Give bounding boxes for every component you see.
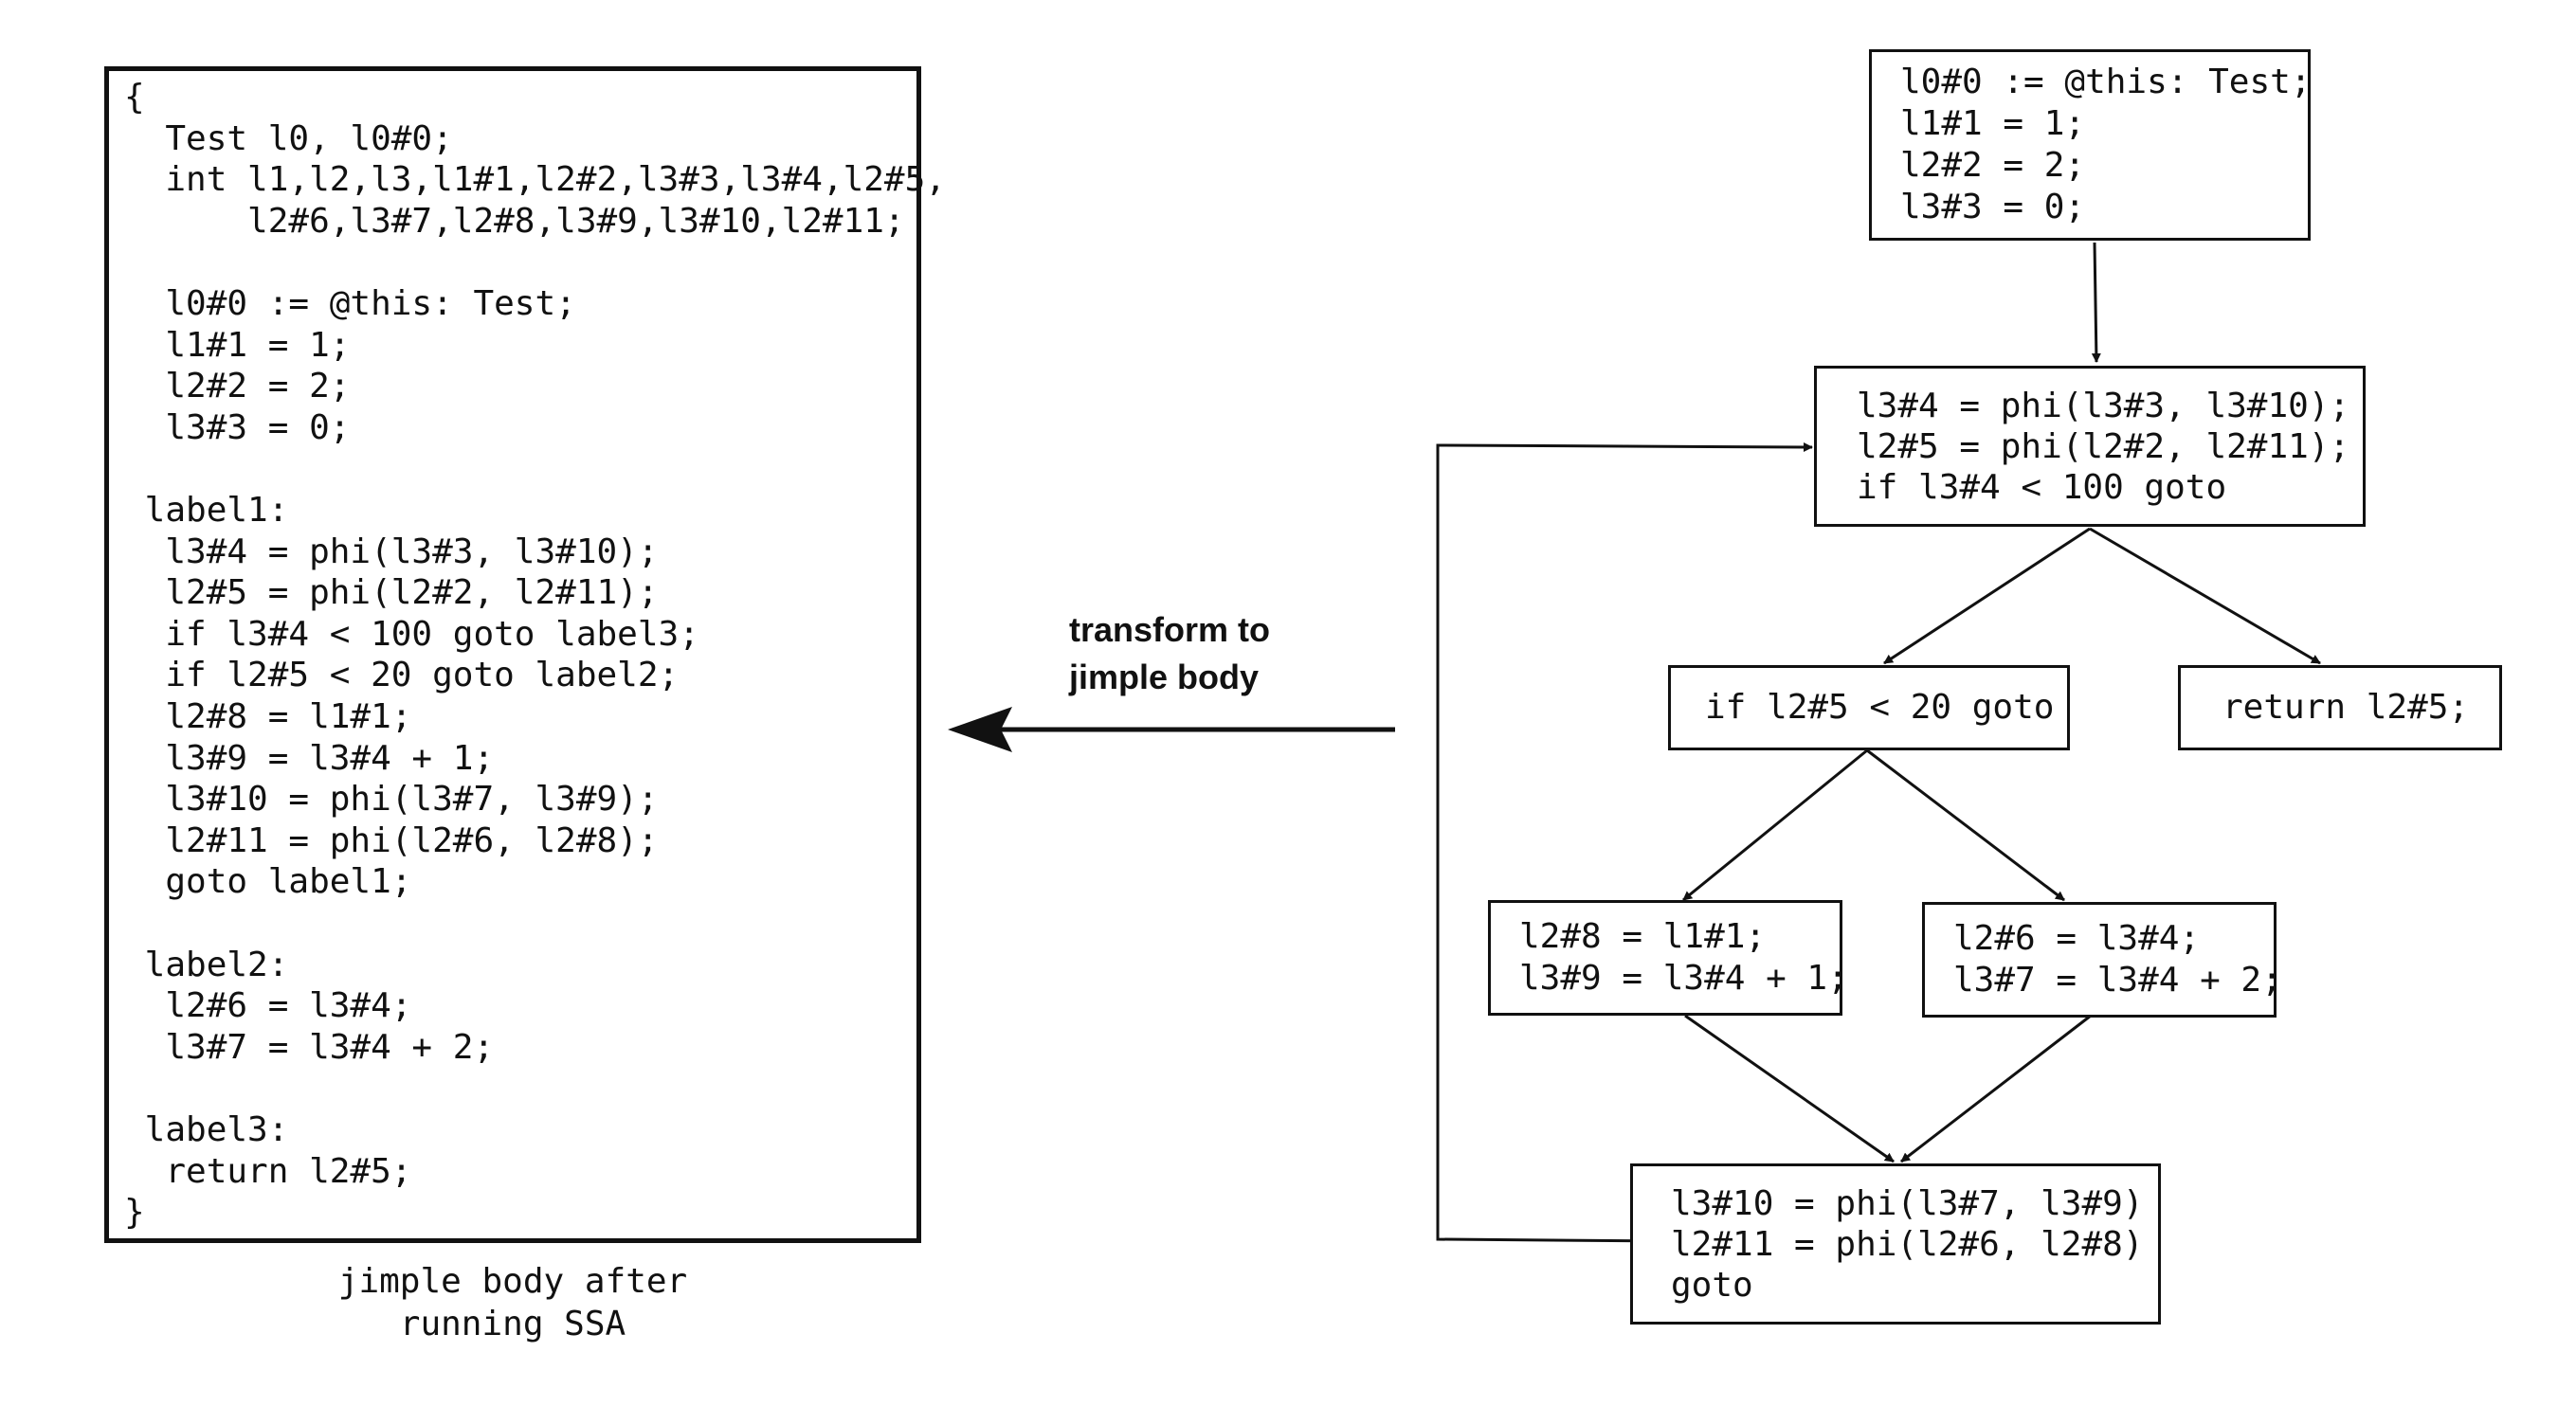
cfg-node-merge: l3#10 = phi(l3#7, l3#9)l2#11 = phi(l2#6,… <box>1630 1163 2161 1325</box>
cfg-node-line: l3#4 = phi(l3#3, l3#10); <box>1857 386 2350 425</box>
edge-merge-back-to-header <box>1436 442 1813 1243</box>
cfg-node-return: return l2#5; <box>2178 665 2502 750</box>
code-line: l3#7 = l3#4 + 2; <box>124 1027 495 1067</box>
code-line: l2#2 = 2; <box>124 367 351 406</box>
code-line: label2: <box>124 945 289 984</box>
edge-entry-to-header <box>2091 242 2101 363</box>
code-line: { <box>124 78 145 117</box>
cfg-node-line: l2#2 = 2; <box>1900 146 2086 185</box>
transform-label-line-1: transform to <box>1069 610 1271 649</box>
cfg-node-line: l2#11 = phi(l2#6, l2#8) <box>1671 1224 2144 1264</box>
cfg-node-line: l3#7 = l3#4 + 2; <box>1953 961 2282 1000</box>
cfg-node-entry: l0#0 := @this: Test;l1#1 = 1;l2#2 = 2;l3… <box>1869 49 2311 241</box>
edge-header-to-return <box>2089 527 2321 665</box>
cfg-node-line: l1#1 = 1; <box>1900 104 2086 143</box>
edge-cond-to-right <box>1866 748 2065 902</box>
cfg-node-branch-right: l2#6 = l3#4;l3#7 = l3#4 + 2; <box>1922 902 2282 1018</box>
edge-left-to-merge <box>1684 1014 1895 1163</box>
transform-arrowhead <box>948 707 1012 752</box>
code-line: l2#5 = phi(l2#2, l2#11); <box>124 573 659 613</box>
cfg-node-line: return l2#5; <box>2222 688 2470 727</box>
code-line: l2#8 = l1#1; <box>124 697 412 736</box>
cfg-node-branch-left: l2#8 = l1#1;l3#9 = l3#4 + 1; <box>1488 900 1848 1016</box>
code-line: l3#4 = phi(l3#3, l3#10); <box>124 532 659 571</box>
code-line: l2#6 = l3#4; <box>124 986 412 1026</box>
cfg-node-line: l0#0 := @this: Test; <box>1900 63 2312 101</box>
code-line: l0#0 := @this: Test; <box>124 284 576 323</box>
code-line: label3: <box>124 1110 289 1149</box>
cfg-node-line: l2#5 = phi(l2#2, l2#11); <box>1857 426 2350 466</box>
cfg-node-line: l3#3 = 0; <box>1900 188 2086 226</box>
edge-header-to-cond <box>1883 527 2091 665</box>
cfg-node-line: if l3#4 < 100 goto <box>1857 467 2227 507</box>
edge-cond-to-left <box>1682 748 1868 902</box>
code-line: if l3#4 < 100 goto label3; <box>124 614 699 654</box>
code-line: return l2#5; <box>124 1151 412 1191</box>
code-caption-line-2: running SSA <box>399 1305 626 1343</box>
code-caption: jimple body after running SSA <box>104 1260 921 1345</box>
code-line: l1#1 = 1; <box>124 325 351 365</box>
code-line: l3#10 = phi(l3#7, l3#9); <box>124 780 659 820</box>
edge-right-to-merge <box>1900 1014 2092 1163</box>
cfg-node-line: if l2#5 < 20 goto <box>1705 688 2055 727</box>
cfg-node-line: l3#10 = phi(l3#7, l3#9) <box>1671 1183 2144 1223</box>
code-caption-line-1: jimple body after <box>337 1262 688 1301</box>
cfg-node-line: l3#9 = l3#4 + 1; <box>1519 959 1848 998</box>
jimple-code-listing: { Test l0, l0#0; int l1,l2,l3,l1#1,l2#2,… <box>104 66 946 1243</box>
transform-arrow-label: transform to jimple body <box>1069 606 1372 701</box>
code-line: l2#11 = phi(l2#6, l2#8); <box>124 820 659 860</box>
code-line: l2#6,l3#7,l2#8,l3#9,l3#10,l2#11; <box>124 201 905 241</box>
code-line: } <box>124 1193 145 1233</box>
code-line: if l2#5 < 20 goto label2; <box>124 656 680 695</box>
code-line: l3#9 = l3#4 + 1; <box>124 738 495 778</box>
cfg-node-line: l2#6 = l3#4; <box>1953 919 2201 958</box>
code-line: label1: <box>124 491 289 530</box>
transform-label-line-2: jimple body <box>1069 658 1260 696</box>
cfg-node-loop-header: l3#4 = phi(l3#3, l3#10);l2#5 = phi(l2#2,… <box>1814 366 2366 527</box>
code-line: Test l0, l0#0; <box>124 118 453 158</box>
code-line: goto label1; <box>124 862 412 902</box>
cfg-node-line: l2#8 = l1#1; <box>1519 917 1767 956</box>
cfg-node-cond: if l2#5 < 20 goto <box>1668 665 2070 750</box>
cfg-node-line: goto <box>1671 1265 1753 1305</box>
code-line: int l1,l2,l3,l1#1,l2#2,l3#3,l3#4,l2#5, <box>124 160 946 200</box>
code-line: l3#3 = 0; <box>124 407 351 447</box>
